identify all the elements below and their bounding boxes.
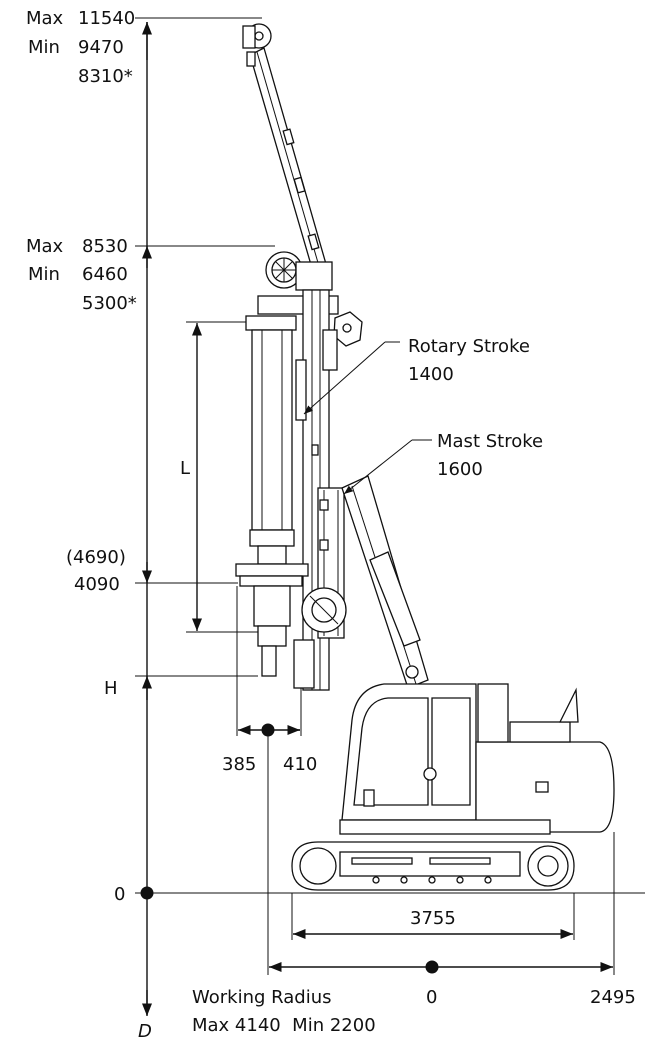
- working-radius-title: Working Radius: [192, 987, 332, 1008]
- top-max-value: 11540: [78, 8, 135, 29]
- track-length-value: 3755: [410, 908, 456, 929]
- rotary-stroke-title: Rotary Stroke: [408, 336, 530, 357]
- stroke-l-label: L: [180, 458, 190, 479]
- offset-left-value: 385: [222, 754, 256, 775]
- h-label: H: [104, 678, 118, 699]
- mast-stroke-title: Mast Stroke: [437, 431, 543, 452]
- rotary-stroke-callout: [303, 341, 400, 415]
- mast-stroke-callout: [343, 439, 432, 495]
- mid-min-label: Min: [28, 264, 60, 285]
- tail-radius-value: 2495: [590, 987, 636, 1008]
- low-value: 4090: [74, 574, 120, 595]
- luffing-cylinder: [341, 475, 429, 689]
- working-radius-dimension: [269, 832, 615, 975]
- mast-stroke-value: 1600: [437, 459, 483, 480]
- mid-alt-value: 5300*: [82, 293, 137, 314]
- mast-extension: [242, 23, 363, 347]
- offset-dimension: [236, 586, 302, 975]
- vertical-dimension-axis: [135, 17, 645, 1016]
- crawler-track: [291, 841, 575, 891]
- top-min-label: Min: [28, 37, 60, 58]
- mid-max-value: 8530: [82, 236, 128, 257]
- d-label: D: [138, 1021, 152, 1041]
- base-machine: [339, 683, 615, 835]
- top-alt-value: 8310*: [78, 66, 133, 87]
- mid-max-label: Max: [26, 236, 64, 257]
- radius-zero-label: 0: [426, 987, 437, 1008]
- low-paren-value: (4690): [66, 547, 126, 568]
- top-min-value: 9470: [78, 37, 124, 58]
- working-radius-range: Max 4140 Min 2200: [192, 1015, 376, 1036]
- winch-drum: [301, 587, 347, 633]
- top-max-label: Max: [26, 8, 64, 29]
- zero-label: 0: [114, 884, 125, 905]
- offset-right-value: 410: [283, 754, 317, 775]
- rotary-stroke-value: 1400: [408, 364, 454, 385]
- track-length-dimension: [291, 893, 575, 940]
- mid-min-value: 6460: [82, 264, 128, 285]
- kelly-bar: [235, 315, 315, 689]
